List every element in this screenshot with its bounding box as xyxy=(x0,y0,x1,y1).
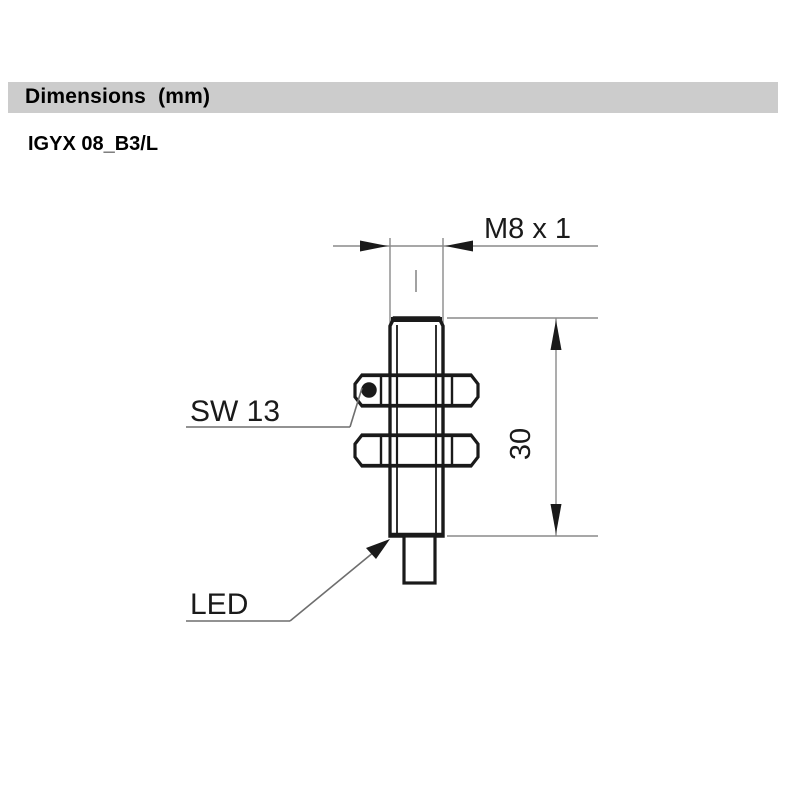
callout-sw13-text: SW 13 xyxy=(190,395,280,428)
callout-led-text: LED xyxy=(190,588,248,621)
section-header-title: Dimensions (mm) xyxy=(25,85,211,108)
led-indicator-dot xyxy=(358,379,380,401)
barrel-outline xyxy=(388,316,445,538)
hex-nut-upper xyxy=(353,373,480,408)
arrowhead-thread-left xyxy=(360,240,388,252)
length-dimension-arrows xyxy=(550,320,562,534)
callout-led-leader xyxy=(289,546,381,622)
cable-stub-outline xyxy=(402,534,437,585)
hex-nut-lower-outline xyxy=(353,433,480,468)
arrowhead-length-top xyxy=(550,320,562,350)
callout-led-arrowhead xyxy=(366,539,390,559)
cable-stub xyxy=(402,534,437,585)
section-header-bar xyxy=(8,82,778,113)
arrowhead-length-bottom xyxy=(550,504,562,534)
hex-nut-lower xyxy=(353,433,480,468)
callout-sw13-leader xyxy=(349,387,363,428)
callout-led: LED xyxy=(186,539,390,622)
callout-sw13: SW 13 xyxy=(186,387,363,428)
sensor-threaded-barrel xyxy=(388,316,445,538)
barrel-thread-overlay xyxy=(388,375,445,466)
dimension-text-thread: M8 x 1 xyxy=(484,213,571,245)
thread-dimension-arrows xyxy=(360,240,473,252)
product-model-label: IGYX 08_B3/L xyxy=(28,133,159,155)
arrowhead-thread-right xyxy=(445,240,473,252)
dimension-text-length: 30 xyxy=(505,428,537,460)
